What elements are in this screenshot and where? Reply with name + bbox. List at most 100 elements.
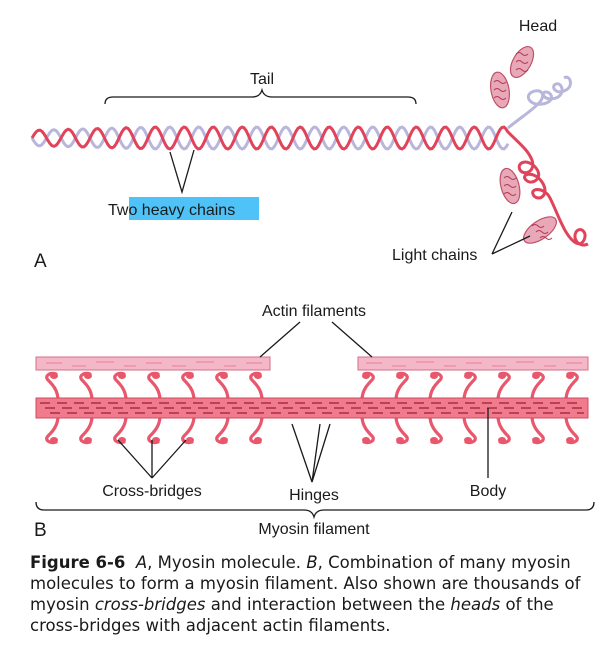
actin-filament-left bbox=[35, 356, 271, 371]
myosin-filament-label: Myosin filament bbox=[258, 521, 370, 538]
caption-a: A bbox=[135, 553, 148, 572]
cross-bridge bbox=[530, 371, 545, 402]
body-label: Body bbox=[470, 483, 506, 500]
cross-bridge-head bbox=[396, 373, 404, 379]
cross-bridge bbox=[394, 414, 409, 445]
light-chain-2 bbox=[490, 71, 510, 109]
cross-bridge bbox=[147, 414, 162, 445]
cross-bridge-head bbox=[152, 373, 160, 379]
cross-bridge-head bbox=[118, 373, 126, 379]
cross-bridge-head bbox=[84, 437, 92, 443]
cross-bridge bbox=[215, 371, 230, 402]
cross-bridge-head bbox=[50, 437, 58, 443]
cross-bridge bbox=[462, 371, 477, 402]
cross-bridge bbox=[564, 371, 579, 402]
cross-bridge bbox=[462, 414, 477, 445]
cross-bridge-head bbox=[186, 373, 194, 379]
cross-bridge-head bbox=[152, 437, 160, 443]
cross-bridge bbox=[564, 414, 579, 445]
caption-seg8: of the cross-bridges with adjacent actin… bbox=[30, 595, 554, 635]
cross-bridge bbox=[428, 414, 443, 445]
caption-fig-label: Figure 6-6 bbox=[30, 553, 126, 572]
cross-bridge bbox=[496, 371, 511, 402]
caption-heads: heads bbox=[450, 595, 501, 614]
heavy-chains-highlight bbox=[129, 197, 259, 220]
cross-bridge-head bbox=[84, 373, 92, 379]
caption-seg2: , Myosin molecule. bbox=[147, 553, 307, 572]
caption-cross-bridges: cross-bridges bbox=[94, 595, 206, 614]
cross-bridge bbox=[79, 371, 94, 402]
cross-bridge bbox=[147, 371, 162, 402]
cross-bridge bbox=[496, 414, 511, 445]
cross-bridge bbox=[113, 414, 128, 445]
hinges-pointer bbox=[291, 423, 331, 483]
cross-bridge bbox=[79, 414, 94, 445]
light-chain-4 bbox=[523, 216, 557, 244]
cross-bridge bbox=[45, 414, 60, 445]
cross-bridge bbox=[360, 371, 375, 402]
caption-seg6: and interaction between the bbox=[205, 595, 451, 614]
tail-brace bbox=[104, 87, 417, 105]
heavy-chains-label-prefix: Tw bbox=[108, 202, 129, 219]
cross-bridge bbox=[428, 371, 443, 402]
cross-bridge-head bbox=[532, 373, 540, 379]
cross-bridge bbox=[394, 371, 409, 402]
actin-filament-right bbox=[357, 356, 589, 371]
myosin-filament-body bbox=[35, 397, 589, 419]
light-chain-1 bbox=[509, 46, 535, 78]
head-strand-upper bbox=[507, 75, 572, 130]
heavy-chains-label-highlight: o heavy chains bbox=[128, 202, 235, 219]
cross-bridge bbox=[530, 414, 545, 445]
cross-bridges-pointer bbox=[117, 439, 187, 479]
heavy-chain-red-strand bbox=[30, 125, 510, 151]
cross-bridge bbox=[181, 414, 196, 445]
caption-seg4: , Combination of many myosin molecules t… bbox=[30, 553, 581, 614]
panel-b: Actin filaments Cross-bridges Hinges Bod… bbox=[34, 303, 595, 541]
panel-b-label: B bbox=[34, 520, 47, 541]
light-chains-pointer bbox=[491, 211, 531, 255]
cross-bridge-head bbox=[498, 437, 506, 443]
actin-label: Actin filaments bbox=[262, 303, 366, 320]
tail-label: Tail bbox=[250, 71, 274, 88]
cross-bridge-head bbox=[464, 373, 472, 379]
cross-bridge bbox=[249, 414, 264, 445]
panel-a: Tail Head Two heavy chains Light chains … bbox=[30, 18, 589, 272]
cross-bridge-head bbox=[186, 437, 194, 443]
cross-bridge-head bbox=[464, 437, 472, 443]
cross-bridge-head bbox=[498, 373, 506, 379]
figure-caption: Figure 6-6 A, Myosin molecule. B, Combin… bbox=[30, 552, 598, 636]
actin-pointer bbox=[259, 321, 373, 358]
cross-bridge-head bbox=[430, 373, 438, 379]
myosin-filament-brace bbox=[35, 501, 595, 520]
cross-bridge-head bbox=[566, 437, 574, 443]
heavy-chains-pointer bbox=[169, 149, 195, 195]
cross-bridge-head bbox=[254, 373, 262, 379]
cross-bridges-label: Cross-bridges bbox=[102, 483, 202, 500]
head-strand-lower bbox=[506, 130, 589, 247]
heavy-chains-label: Two heavy chains bbox=[108, 202, 235, 219]
cross-bridge-head bbox=[532, 437, 540, 443]
cross-bridge-head bbox=[50, 373, 58, 379]
cross-bridge-head bbox=[220, 373, 228, 379]
cross-bridge bbox=[360, 414, 375, 445]
caption-b: B bbox=[306, 553, 318, 572]
head-label: Head bbox=[519, 18, 557, 35]
cross-bridge-head bbox=[362, 437, 370, 443]
cross-bridge-head bbox=[396, 437, 404, 443]
cross-bridges-group bbox=[45, 371, 579, 445]
light-chain-3 bbox=[499, 167, 521, 205]
cross-bridge-head bbox=[254, 437, 262, 443]
hinges-label: Hinges bbox=[289, 487, 339, 504]
cross-bridge bbox=[45, 371, 60, 402]
light-chains-label: Light chains bbox=[392, 247, 477, 264]
cross-bridge bbox=[249, 371, 264, 402]
cross-bridge-head bbox=[220, 437, 228, 443]
cross-bridge-head bbox=[566, 373, 574, 379]
cross-bridge bbox=[181, 371, 196, 402]
cross-bridge-head bbox=[430, 437, 438, 443]
cross-bridge bbox=[215, 414, 230, 445]
cross-bridge bbox=[113, 371, 128, 402]
panel-a-label: A bbox=[34, 251, 47, 272]
heavy-chain-lavender-strand bbox=[30, 125, 510, 151]
